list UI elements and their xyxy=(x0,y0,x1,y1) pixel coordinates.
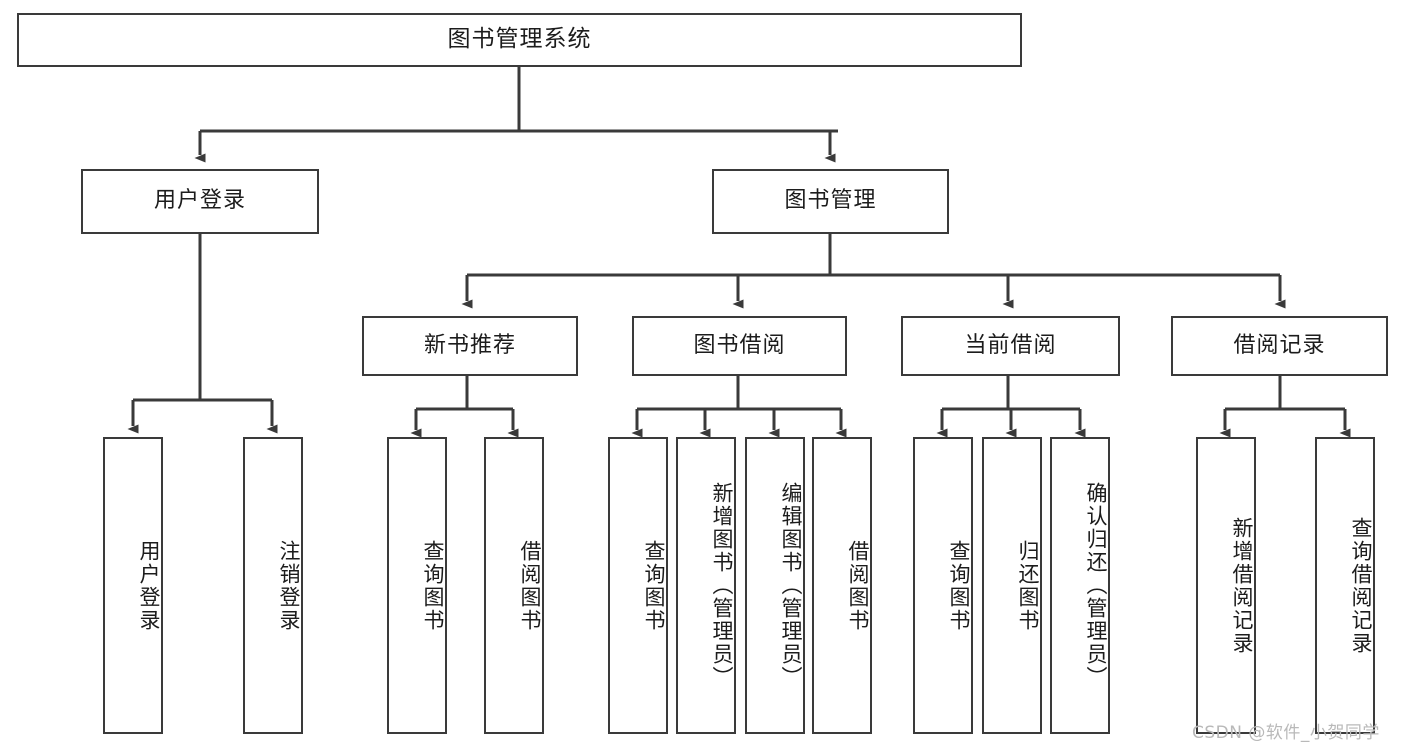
node-label: 用户登录 xyxy=(137,539,161,632)
leaf-query-book-current[interactable]: 查询图书 xyxy=(913,437,973,734)
node-book-manage[interactable]: 图书管理 xyxy=(712,169,949,234)
leaf-user-login[interactable]: 用户登录 xyxy=(103,437,163,734)
leaf-edit-book[interactable]: 编辑图书（管理员） xyxy=(745,437,805,734)
node-label: 编辑图书（管理员） xyxy=(779,482,803,689)
leaf-confirm-return[interactable]: 确认归还（管理员） xyxy=(1050,437,1110,734)
node-label: 借阅记录 xyxy=(1233,332,1326,358)
node-label: 借阅图书 xyxy=(518,539,542,632)
node-label: 确认归还（管理员） xyxy=(1084,482,1108,689)
node-label: 查询图书 xyxy=(947,539,971,632)
node-borrow-record[interactable]: 借阅记录 xyxy=(1171,316,1388,376)
node-label: 借阅图书 xyxy=(846,539,870,632)
leaf-borrow-book-recommend[interactable]: 借阅图书 xyxy=(484,437,544,734)
node-label: 查询借阅记录 xyxy=(1349,516,1373,655)
node-label: 查询图书 xyxy=(421,539,445,632)
node-label: 图书管理 xyxy=(784,188,877,214)
leaf-return-book[interactable]: 归还图书 xyxy=(982,437,1042,734)
leaf-logout[interactable]: 注销登录 xyxy=(243,437,303,734)
node-label: 新书推荐 xyxy=(423,332,516,358)
node-label: 注销登录 xyxy=(277,539,301,632)
leaf-query-borrow-record[interactable]: 查询借阅记录 xyxy=(1315,437,1375,734)
node-new-book-recommend[interactable]: 新书推荐 xyxy=(362,316,578,376)
leaf-query-book-borrow[interactable]: 查询图书 xyxy=(608,437,668,734)
node-user-login[interactable]: 用户登录 xyxy=(81,169,319,234)
node-label: 新增借阅记录 xyxy=(1230,516,1254,655)
node-label: 新增图书（管理员） xyxy=(710,482,734,689)
node-label: 图书管理系统 xyxy=(447,26,592,53)
csdn-watermark: CSDN @软件_小贺同学 xyxy=(1192,718,1380,743)
leaf-borrow-book[interactable]: 借阅图书 xyxy=(812,437,872,734)
leaf-query-book-recommend[interactable]: 查询图书 xyxy=(387,437,447,734)
node-label: 查询图书 xyxy=(642,539,666,632)
node-label: 图书借阅 xyxy=(693,332,786,358)
leaf-add-book[interactable]: 新增图书（管理员） xyxy=(676,437,736,734)
node-label: 当前借阅 xyxy=(964,332,1057,358)
node-current-borrow[interactable]: 当前借阅 xyxy=(901,316,1120,376)
node-root-system[interactable]: 图书管理系统 xyxy=(17,13,1022,67)
watermark-text: CSDN @软件_小贺同学 xyxy=(1192,723,1380,743)
node-book-borrow[interactable]: 图书借阅 xyxy=(632,316,847,376)
node-label: 用户登录 xyxy=(153,188,246,214)
leaf-add-borrow-record[interactable]: 新增借阅记录 xyxy=(1196,437,1256,734)
node-label: 归还图书 xyxy=(1016,539,1040,632)
